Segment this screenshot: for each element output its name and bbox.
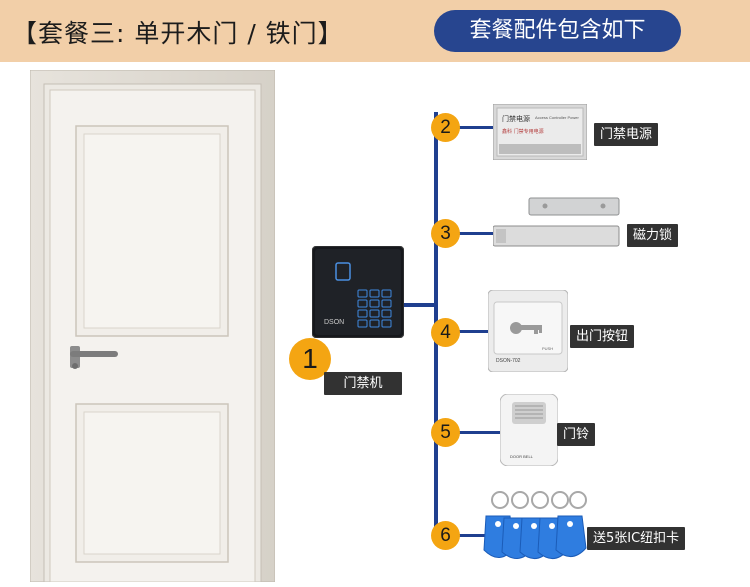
item-label-2: 门禁电源	[594, 123, 659, 146]
header-title: 【套餐三: 单开木门 / 铁门】	[12, 19, 344, 48]
item-number-5: 5	[431, 418, 460, 447]
item-number-1: 1	[289, 338, 331, 380]
branch-line-2	[438, 126, 493, 129]
item-number-3: 3	[431, 219, 460, 248]
branch-line-4	[438, 330, 488, 333]
item-label-5: 门铃	[557, 423, 596, 446]
header-banner: 【套餐三: 单开木门 / 铁门】 套餐配件包含如下	[0, 0, 750, 62]
item-number-6: 6	[431, 521, 460, 550]
power-supply-small-text: 鑫科 门禁专用电源	[502, 129, 544, 135]
door-bell-device: DOOR BELL	[499, 393, 559, 467]
exit-button-model: DSON-702	[496, 358, 521, 364]
item-label-3: 磁力锁	[627, 224, 679, 247]
exit-button-push: PUSH	[542, 346, 554, 351]
item-label-1: 门禁机	[324, 372, 402, 395]
branch-line-5	[438, 431, 500, 434]
door-bell-text: DOOR BELL	[510, 454, 533, 459]
branch-line-3	[438, 232, 493, 235]
power-supply-subtitle: Access Controller Power	[535, 115, 579, 120]
exit-button-device: DSON-702 PUSH	[487, 289, 569, 373]
door-image	[29, 69, 276, 583]
power-supply-title: 门禁电源	[502, 115, 530, 123]
item-number-4: 4	[431, 318, 460, 347]
branch-line-6	[438, 534, 490, 537]
power-supply-device: 门禁电源 Access Controller Power 鑫科 门禁专用电源	[492, 103, 588, 161]
reader-connector-line	[403, 303, 434, 307]
access-controller-device: DSON	[311, 245, 405, 339]
ic-card-fobs	[482, 488, 592, 568]
item-label-4: 出门按钮	[570, 325, 635, 348]
header-badge: 套餐配件包含如下	[434, 10, 681, 52]
controller-brand: DSON	[324, 319, 345, 326]
item-label-6: 送5张IC纽扣卡	[587, 527, 686, 550]
item-number-2: 2	[431, 113, 460, 142]
magnetic-lock-device	[492, 196, 625, 250]
